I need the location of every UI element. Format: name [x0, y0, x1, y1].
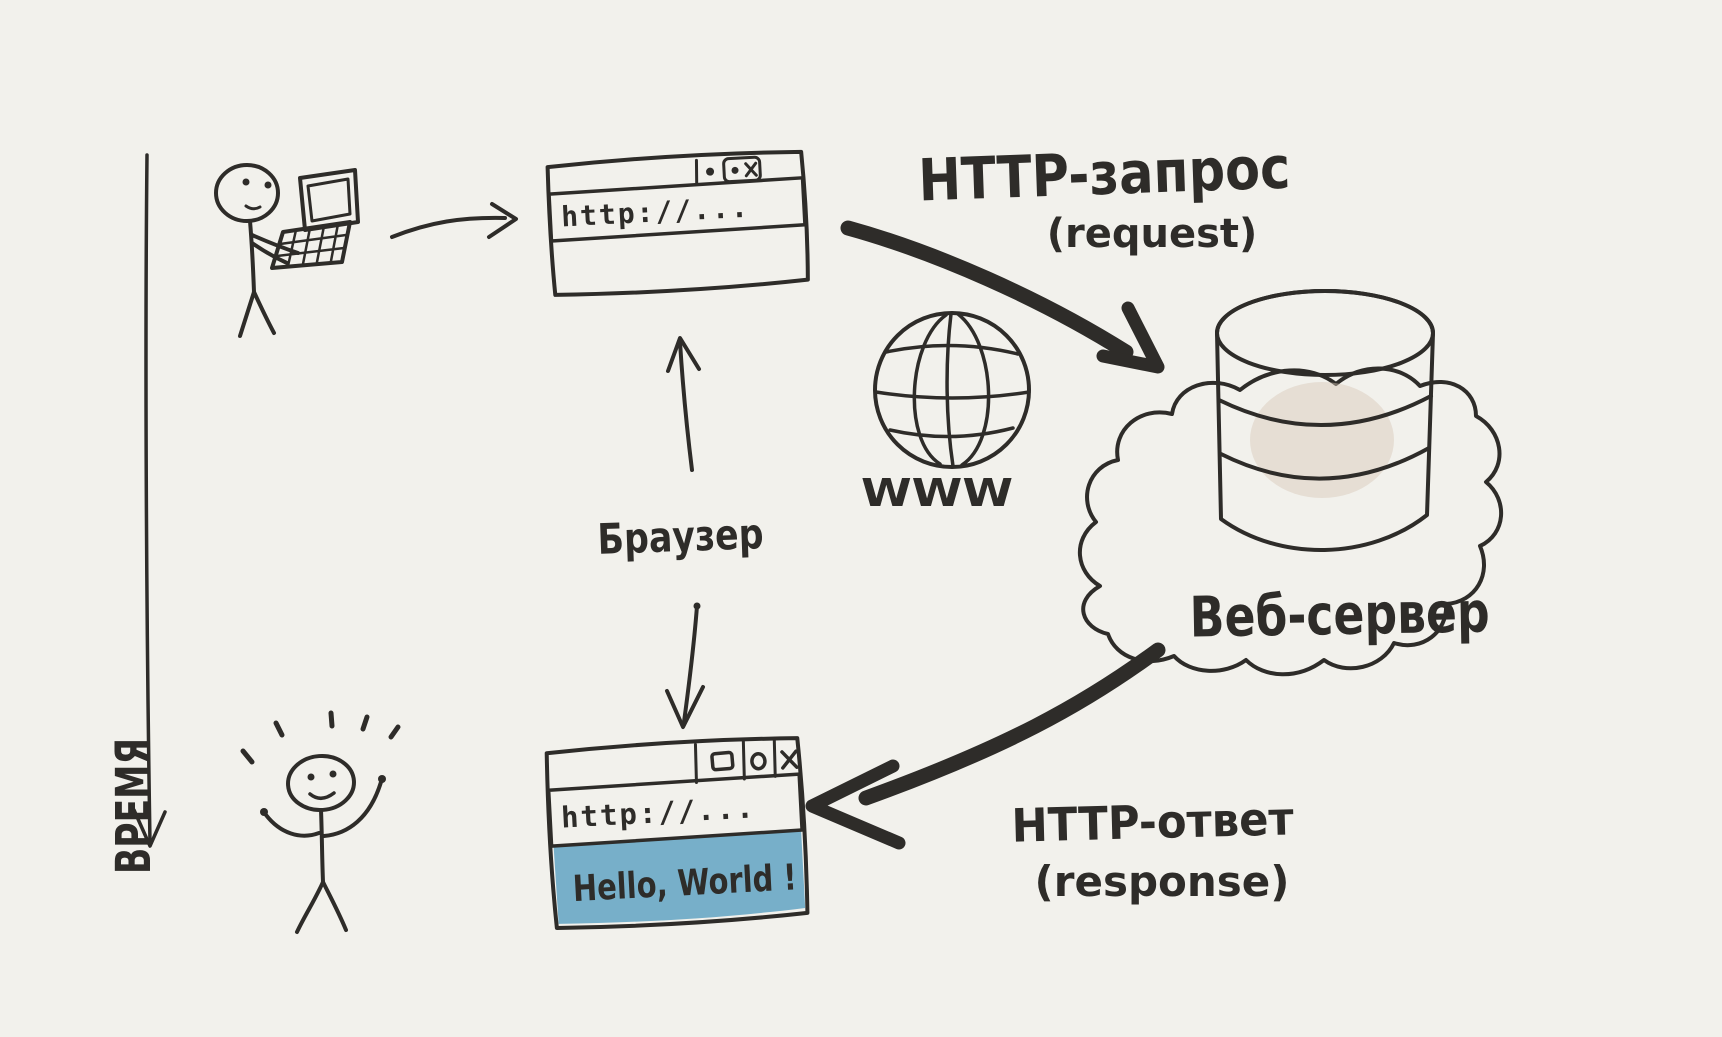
- browser-annotation: Браузер: [597, 336, 765, 729]
- arrow-head-icon: [666, 336, 701, 373]
- window-circle-icon[interactable]: [750, 751, 767, 771]
- user-leg: [238, 290, 256, 338]
- controls-divider: [741, 739, 746, 781]
- database-band: [1219, 446, 1431, 481]
- request-arrow-head-icon: [1096, 301, 1165, 374]
- request-annotation: HTTP-запрос (request): [840, 134, 1291, 374]
- controls-divider: [694, 158, 699, 186]
- browser-window-bottom: http://... Hello, World !: [544, 736, 810, 930]
- time-axis-label: ВРЕМЯ: [106, 738, 162, 874]
- window-controls: [694, 155, 762, 186]
- globe-meridian: [956, 312, 991, 467]
- laptop-screen: [298, 168, 360, 232]
- time-axis: ВРЕМЯ: [106, 153, 167, 874]
- user-body: [319, 808, 325, 884]
- response-title: HTTP-ответ: [1011, 791, 1295, 852]
- laptop-keyboard: [270, 220, 352, 270]
- globe-meridian: [912, 313, 948, 466]
- happy-user-figure: [240, 710, 401, 934]
- user-head: [214, 163, 280, 223]
- request-subtitle: (request): [1047, 211, 1258, 257]
- database-icon: [1215, 289, 1435, 552]
- controls-divider: [772, 736, 777, 778]
- globe-meridian: [945, 312, 955, 468]
- arrow-label-to-top-browser: [678, 340, 694, 472]
- response-arrow-shaft: [858, 642, 1166, 806]
- globe-parallel: [874, 390, 1031, 400]
- window-frame: [545, 149, 810, 297]
- address-bar[interactable]: [547, 176, 807, 243]
- time-axis-line: [144, 153, 152, 845]
- request-title: HTTP-запрос: [917, 134, 1291, 215]
- user-eye: [242, 178, 250, 186]
- window-button-box[interactable]: [722, 155, 762, 184]
- user-arm: [250, 233, 300, 255]
- globe-parallel: [884, 343, 1020, 356]
- laptop-icon: [270, 168, 360, 270]
- address-bar[interactable]: [546, 772, 804, 848]
- window-dot-icon[interactable]: [706, 167, 715, 176]
- user-hand: [260, 808, 268, 816]
- user-arm: [322, 780, 383, 838]
- user-body: [248, 219, 256, 294]
- window-controls: [693, 736, 799, 784]
- user-arm: [250, 241, 289, 265]
- window-frame: [544, 736, 810, 930]
- excitement-marks: [240, 710, 401, 765]
- user-arm: [264, 813, 321, 838]
- excitement-tick: [388, 724, 401, 740]
- arrow-head-icon: [665, 685, 705, 729]
- excitement-tick: [273, 720, 285, 738]
- excitement-tick: [328, 710, 335, 729]
- database-band: [1217, 394, 1433, 427]
- arrow-label-to-bottom-browser: [682, 604, 699, 724]
- user-smile: [308, 791, 336, 800]
- excitement-tick: [240, 748, 255, 765]
- window-close-icon[interactable]: [780, 749, 799, 770]
- server-cloud-shape: [1078, 366, 1503, 677]
- server-label: Веб-сервер: [1189, 580, 1490, 650]
- browser-label: Браузер: [597, 509, 765, 564]
- response-annotation: HTTP-ответ (response): [805, 642, 1295, 906]
- user-hand: [378, 775, 386, 783]
- globe-parallel: [888, 426, 1015, 439]
- www-label: WWW: [861, 471, 1013, 515]
- laptop-keys: [275, 222, 348, 268]
- window-close-icon[interactable]: [744, 161, 758, 178]
- user-figure: [214, 163, 300, 338]
- database-top: [1215, 289, 1435, 377]
- user-eye: [307, 773, 315, 781]
- response-arrow-head-icon: [805, 759, 906, 850]
- window-square-icon[interactable]: [710, 750, 735, 772]
- globe-icon: WWW: [861, 311, 1031, 515]
- user-leg: [252, 290, 276, 335]
- arrow-user-to-browser: [390, 202, 518, 239]
- arrow-head-icon: [487, 202, 518, 239]
- time-axis-arrowhead-icon: [132, 808, 167, 848]
- database-sheen: [1250, 382, 1394, 498]
- response-subtitle: (response): [1035, 857, 1290, 906]
- web-server: Веб-сервер: [1078, 289, 1503, 677]
- window-dot-icon[interactable]: [731, 166, 739, 174]
- user-eye: [329, 770, 337, 778]
- page-content: [553, 830, 806, 924]
- request-arrow-shaft: [840, 220, 1134, 360]
- user-leg: [321, 880, 348, 932]
- laptop-screen-inner: [306, 177, 352, 223]
- user-eye: [264, 181, 272, 189]
- user-leg: [295, 880, 325, 934]
- user-smile: [244, 204, 262, 211]
- arrow-shaft: [390, 215, 507, 239]
- controls-divider: [693, 742, 698, 784]
- excitement-tick: [360, 714, 370, 732]
